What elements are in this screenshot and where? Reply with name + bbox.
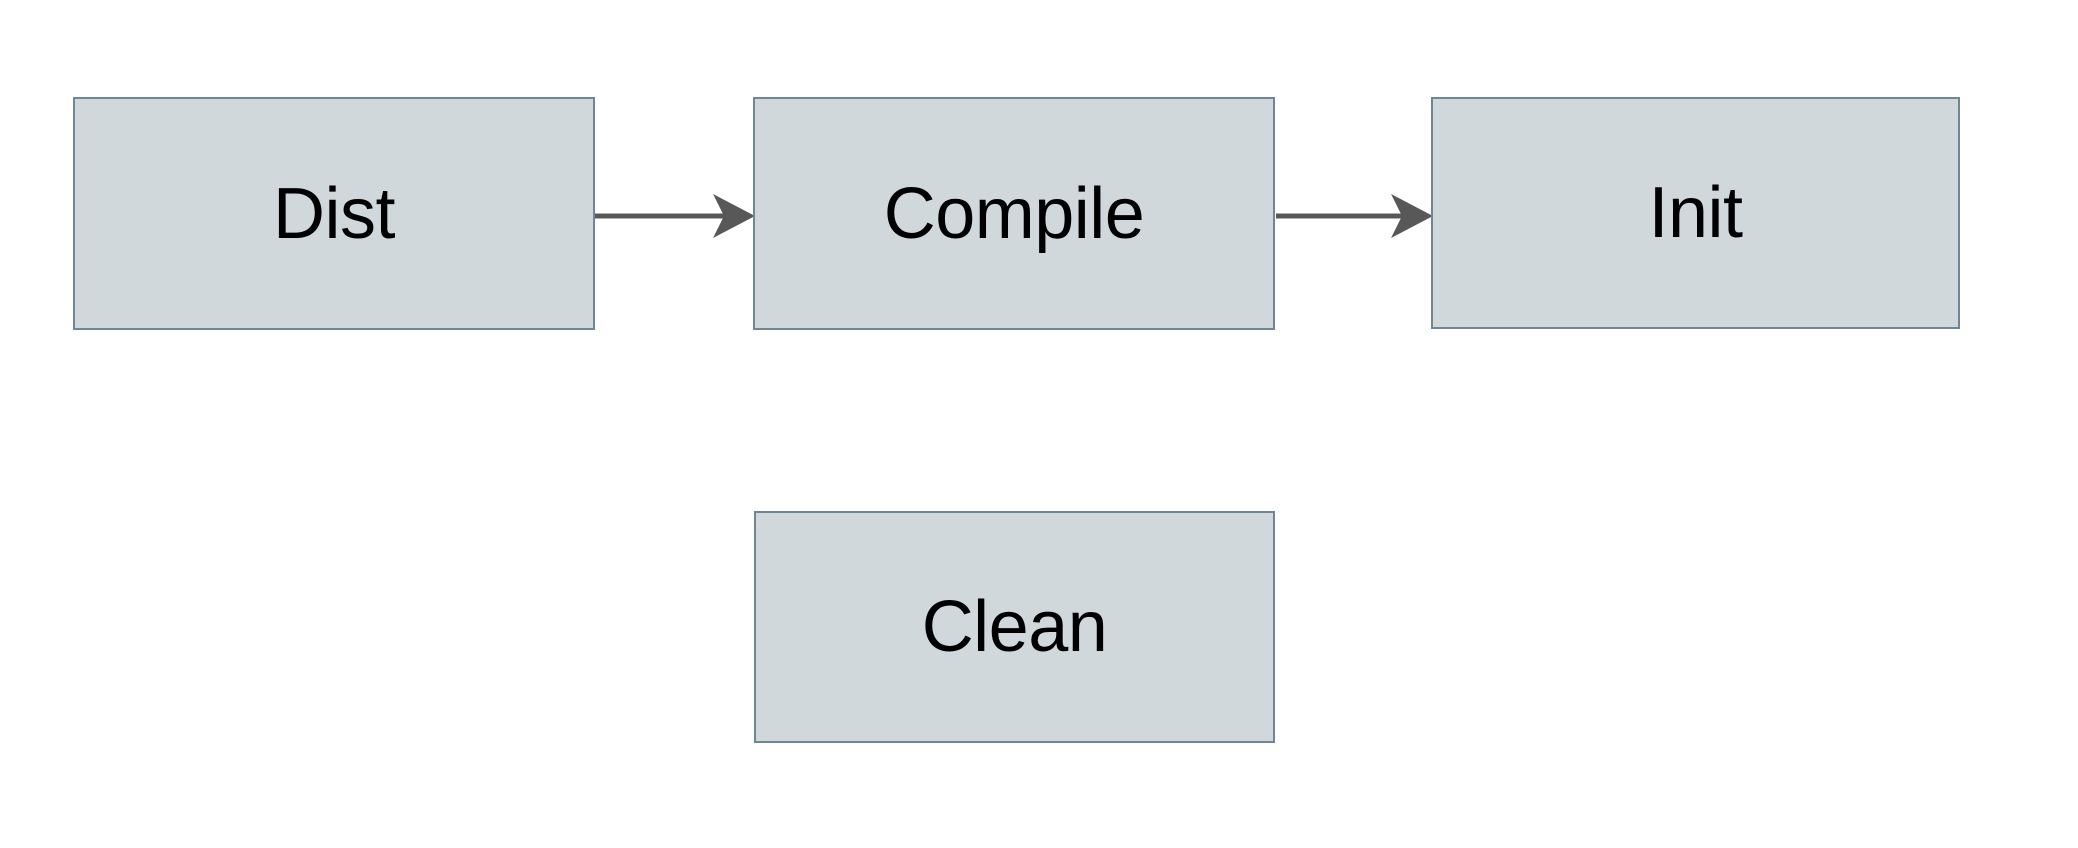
- edge-compile-to-init-svg: [1276, 194, 1433, 238]
- edge-compile-to-init[interactable]: [1270, 186, 1438, 246]
- edge-dist-to-compile-svg: [595, 194, 755, 238]
- edge-dist-to-compile[interactable]: [590, 186, 760, 246]
- node-init[interactable]: Init: [1431, 97, 1960, 329]
- node-init-label: Init: [1648, 173, 1743, 253]
- node-compile[interactable]: Compile: [753, 97, 1275, 330]
- arrowhead-icon: [1391, 194, 1433, 238]
- node-dist[interactable]: Dist: [73, 97, 595, 330]
- node-dist-label: Dist: [273, 173, 396, 254]
- node-clean-label: Clean: [921, 587, 1108, 667]
- node-clean[interactable]: Clean: [754, 511, 1275, 743]
- node-compile-label: Compile: [883, 173, 1145, 254]
- arrowhead-icon: [713, 194, 755, 238]
